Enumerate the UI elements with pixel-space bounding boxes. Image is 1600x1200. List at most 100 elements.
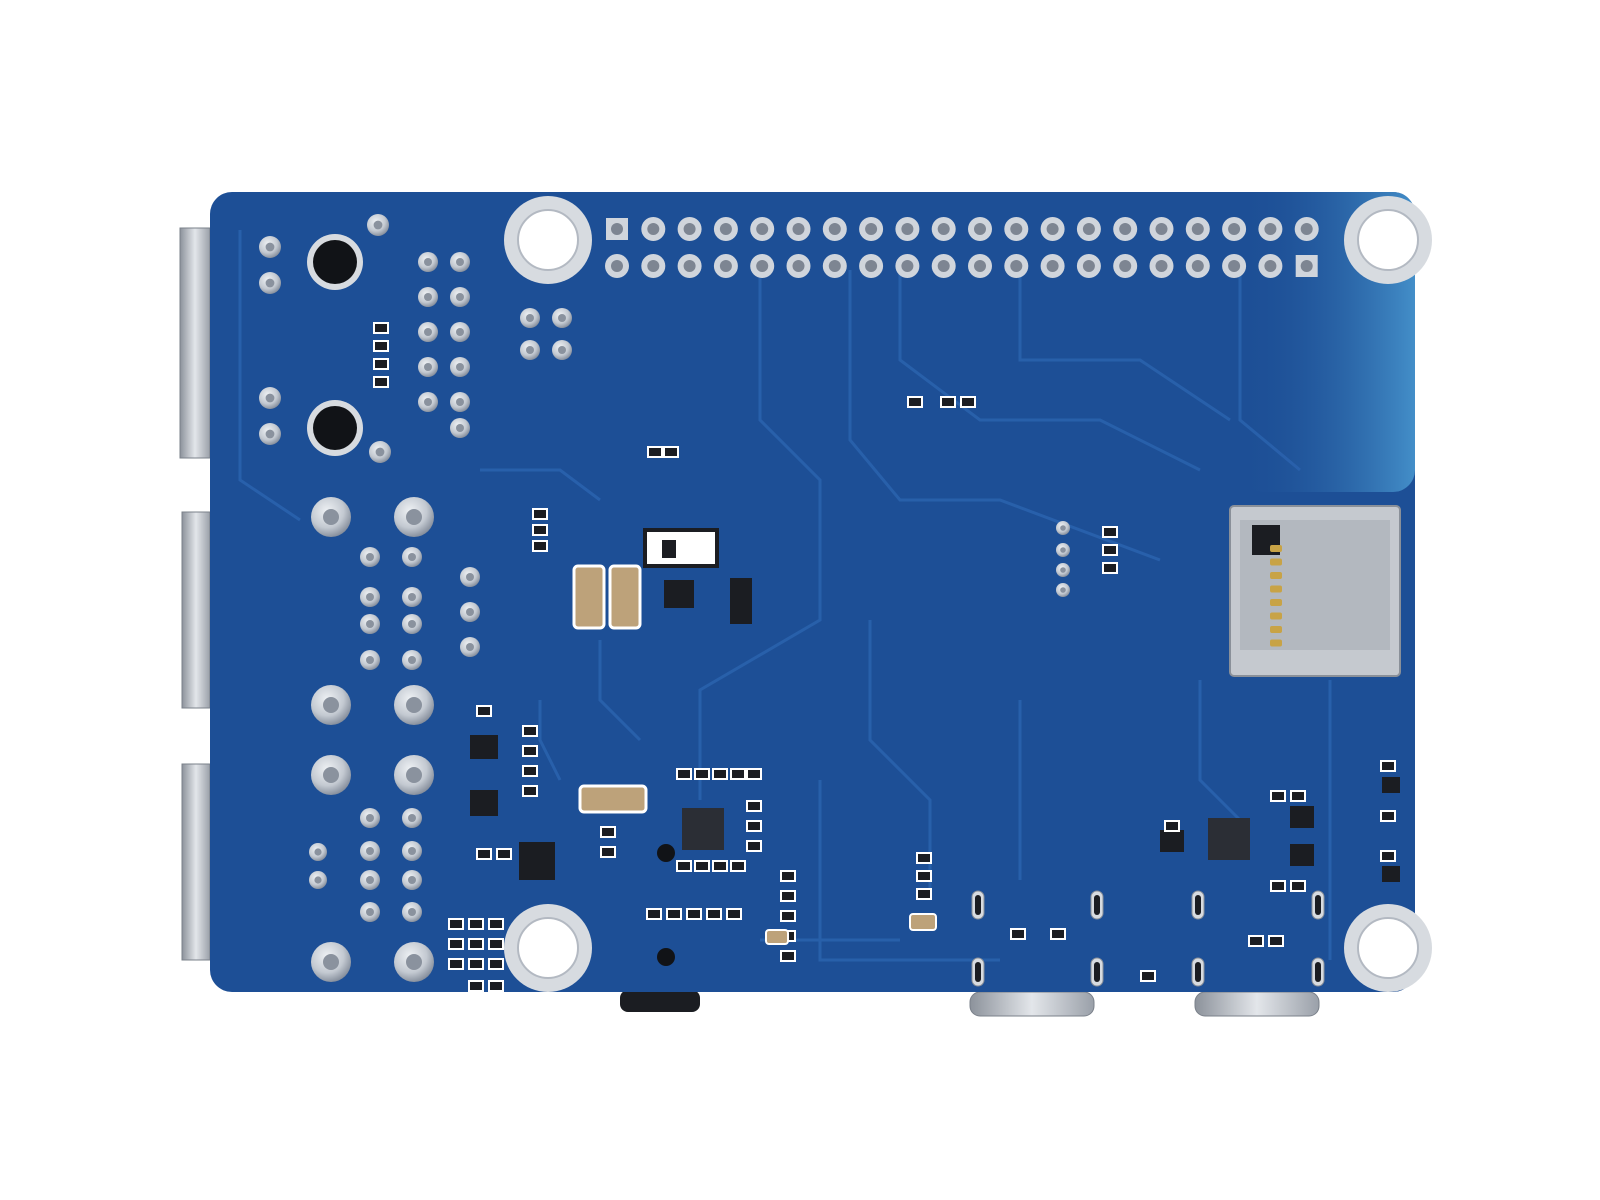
transistor-left-small <box>1160 830 1184 852</box>
pcb-trace <box>1238 270 1301 472</box>
through-hole-pad-center <box>466 643 474 651</box>
pcb-trace <box>868 620 932 900</box>
through-hole-pad-center <box>424 258 432 266</box>
pcb-trace <box>818 780 1000 962</box>
smd-body <box>1382 812 1394 820</box>
smd-body <box>1270 937 1282 945</box>
smd-body <box>524 787 536 795</box>
smd-body <box>714 862 726 870</box>
pcb-trace <box>1198 680 1242 822</box>
smd-body <box>909 398 921 406</box>
transistor-right-2 <box>1290 844 1314 866</box>
smd-body <box>732 862 744 870</box>
smd-body <box>490 920 502 928</box>
smd-body <box>728 910 740 918</box>
through-hole-pad-center <box>366 553 374 561</box>
gpio-pin-hole <box>865 223 878 235</box>
through-hole-pad-center <box>424 293 432 301</box>
smd-body <box>450 960 462 968</box>
regulator-chip <box>664 580 694 608</box>
through-hole-pad-center <box>323 697 339 713</box>
mounting-hole-edge <box>1357 209 1419 271</box>
gpio-pin-hole <box>1155 260 1168 272</box>
through-hole-pad-center <box>456 398 464 406</box>
usb-c-mount-slot-inner <box>975 962 981 982</box>
smd-body <box>782 872 794 880</box>
pcb-board-body <box>210 192 1415 992</box>
smd-body <box>678 862 690 870</box>
usb-c-mount-slot-inner <box>1195 895 1201 915</box>
micro-sd-slot <box>1229 505 1401 677</box>
usb-type-c-port-left <box>969 991 1095 1017</box>
through-hole-pad-center <box>424 398 432 406</box>
ethernet-jack-edge <box>179 227 211 459</box>
smd-body <box>450 940 462 948</box>
through-hole-pad-center <box>323 509 339 525</box>
gpio-pin-hole <box>1010 223 1023 235</box>
through-hole-pad-center <box>375 447 385 457</box>
through-hole-pad-center <box>366 876 374 884</box>
gpio-pin-hole <box>1191 223 1204 235</box>
smd-body <box>1052 930 1064 938</box>
smd-body <box>918 890 930 898</box>
gpio-pin-hole <box>865 260 878 272</box>
smd-body <box>688 910 700 918</box>
smd-body <box>1382 852 1394 860</box>
through-hole-pad-center <box>366 908 374 916</box>
through-hole-pad-center <box>408 847 416 855</box>
through-hole-pad-center <box>323 954 339 970</box>
through-hole-pad-center <box>265 278 275 288</box>
smd-body <box>649 448 661 456</box>
smd-body <box>1272 882 1284 890</box>
pcb-trace <box>848 270 1161 562</box>
smd-body <box>748 770 760 778</box>
gpio-pin-hole <box>1010 260 1023 272</box>
ethernet-jack-mounts <box>307 234 363 456</box>
capacitor-bulk <box>578 784 648 814</box>
through-hole-pad-center <box>424 363 432 371</box>
gpio-pin-hole <box>756 260 769 272</box>
smd-body <box>534 526 546 534</box>
through-hole-pad-center <box>1060 547 1066 553</box>
smd-body <box>1104 564 1116 572</box>
capacitor-tantalum-1 <box>572 564 606 630</box>
smd-body <box>678 770 690 778</box>
gpio-pin-hole <box>611 260 623 272</box>
usb-hub-ic <box>682 808 724 850</box>
pcb-trace <box>1018 270 1231 422</box>
smd-body <box>375 342 387 350</box>
through-hole-pad-center <box>408 876 416 884</box>
smd-body <box>962 398 974 406</box>
smd-capacitor <box>765 929 789 945</box>
mosfet-1 <box>470 735 498 759</box>
gpio-pin-hole <box>1300 260 1313 272</box>
smd-body <box>478 707 490 715</box>
gpio-pin-hole <box>1082 223 1095 235</box>
through-hole-pad-center <box>466 573 474 581</box>
through-hole-pad-center <box>265 429 275 439</box>
through-hole-pad-center <box>526 314 534 322</box>
gpio-pin-hole <box>901 260 914 272</box>
mounting-hole <box>1358 210 1418 270</box>
through-hole-pad-center <box>1060 587 1066 593</box>
smd-body <box>1104 546 1116 554</box>
smd-body <box>534 510 546 518</box>
gpio-pin-hole <box>611 223 623 235</box>
gpio-pin-hole <box>1264 223 1277 235</box>
smd-body <box>668 910 680 918</box>
gpio-pin-hole <box>901 223 914 235</box>
gpio-pin-hole <box>1300 223 1313 235</box>
smd-body <box>490 960 502 968</box>
through-hole-pad-center <box>466 608 474 616</box>
through-hole-pad-center <box>366 847 374 855</box>
through-hole-pad-center <box>366 814 374 822</box>
smd-body <box>918 854 930 862</box>
smd-body <box>470 920 482 928</box>
diode-power <box>730 578 752 624</box>
gpio-pin-hole <box>683 260 696 272</box>
pcb-trace <box>538 700 562 781</box>
mounting-hole-edge <box>517 917 579 979</box>
smd-body <box>498 850 510 858</box>
